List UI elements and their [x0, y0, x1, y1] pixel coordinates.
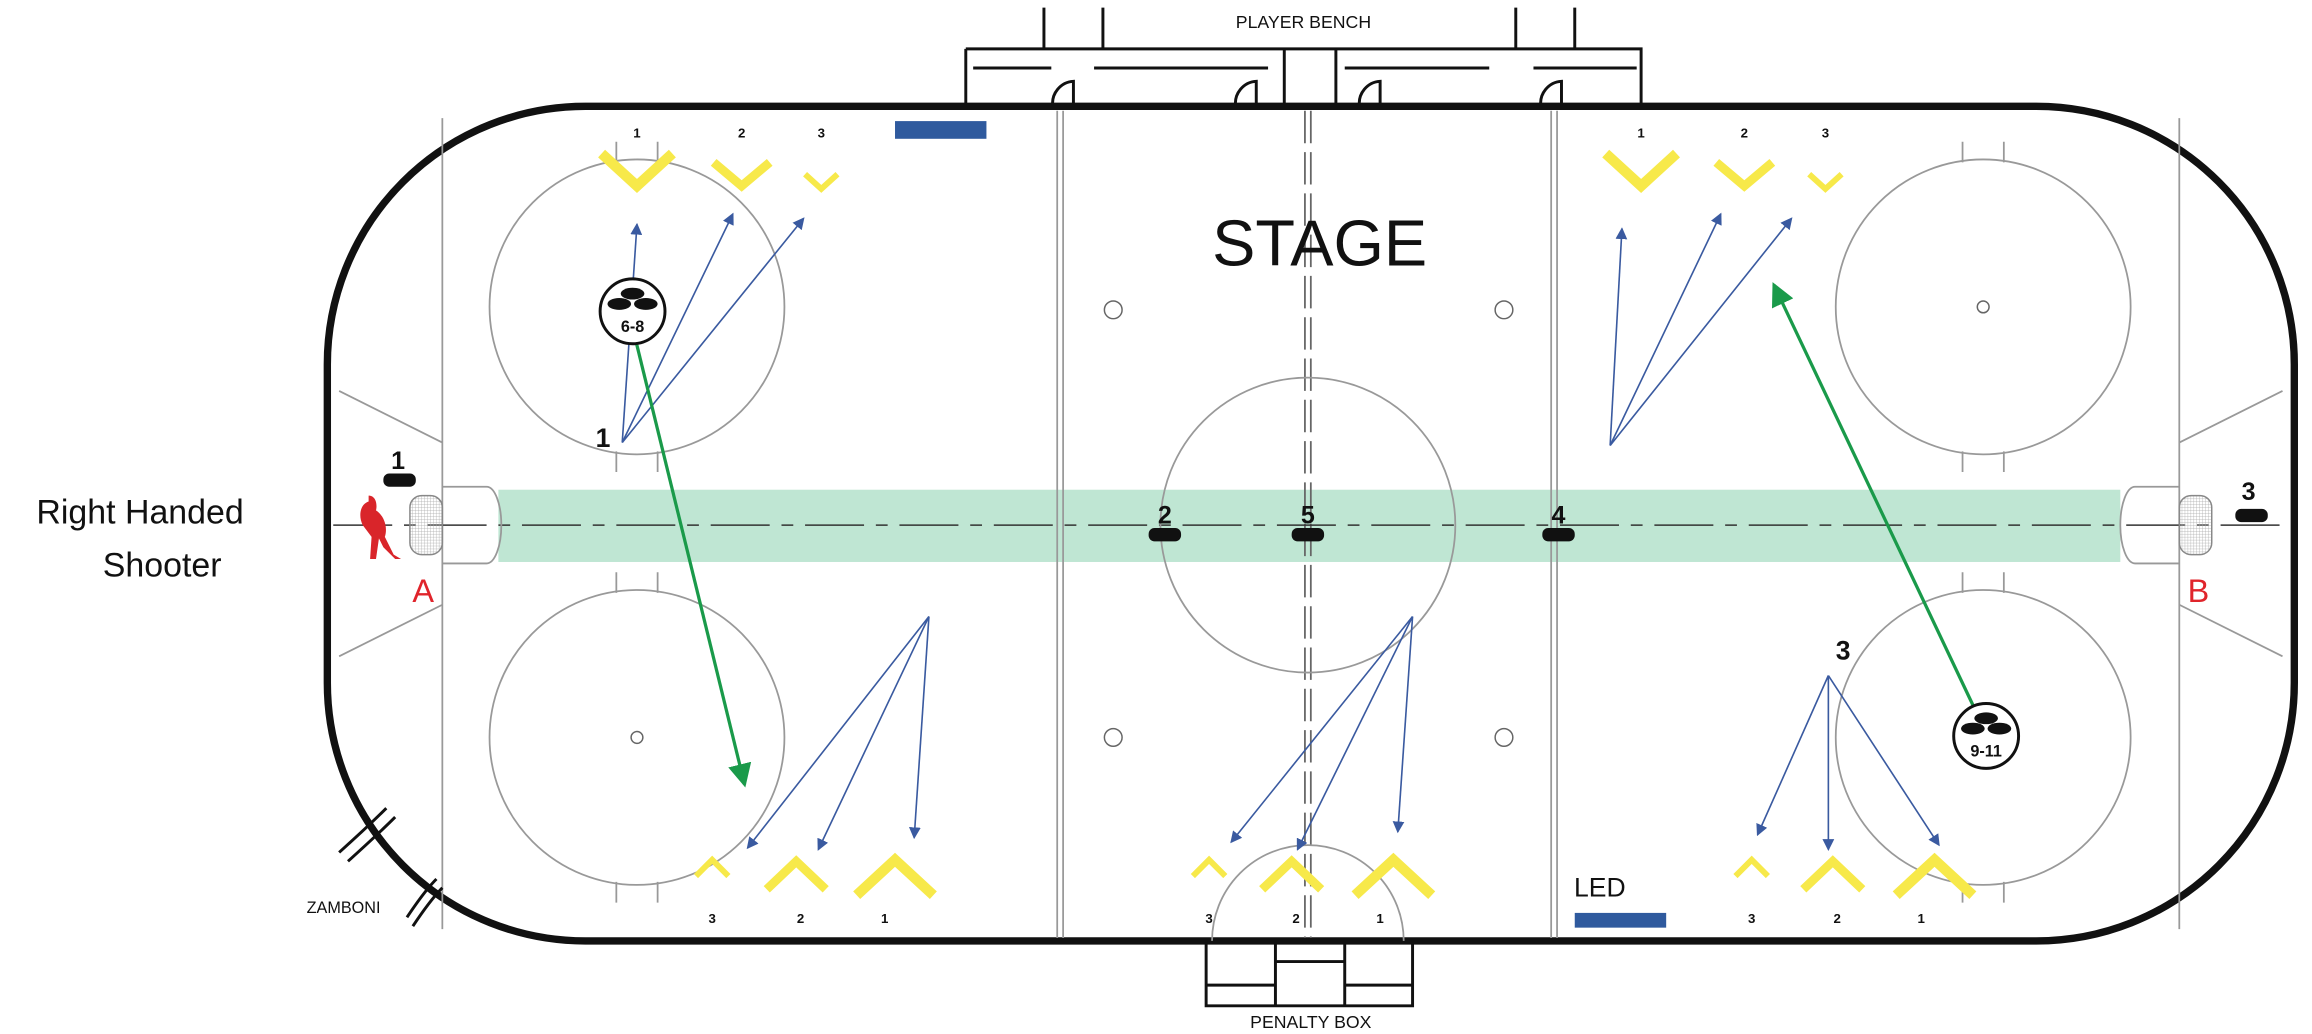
target-number: 2 — [1834, 911, 1841, 926]
target-chevrons — [598, 149, 1977, 899]
goal-label-a: A — [412, 573, 434, 609]
zamboni-label: ZAMBONI — [307, 899, 381, 917]
stage-label: STAGE — [1212, 207, 1427, 280]
target-number: 3 — [818, 125, 825, 140]
led-label: LED — [1574, 873, 1626, 903]
puck — [383, 473, 416, 487]
goal-net-b — [2178, 494, 2213, 556]
puck-stack-label: 6-8 — [621, 318, 644, 336]
shooter-player-icon — [360, 495, 402, 560]
target-number: 2 — [1741, 125, 1748, 140]
pass-arrows — [621, 212, 1940, 851]
penalty-box-label: PENALTY BOX — [1250, 1012, 1371, 1032]
goal-net-a — [409, 494, 444, 556]
penalty-box: PENALTY BOX — [1204, 940, 1415, 1032]
player-bench: PLAYER BENCH — [964, 7, 1643, 107]
target-number: 1 — [1637, 125, 1645, 140]
target-number: 1 — [633, 125, 641, 140]
target-number: 3 — [1748, 911, 1755, 926]
puck-stack-left: 6-8 — [598, 277, 667, 346]
led-board-bottom — [1574, 912, 1667, 928]
puck-stack-right: 9-11 — [1952, 702, 2021, 770]
shooter-label-line2: Shooter — [103, 547, 222, 585]
target-number: 1 — [881, 911, 889, 926]
target-number: 3 — [1205, 911, 1212, 926]
puck-label: 1 — [391, 447, 405, 475]
puck-label: 5 — [1301, 502, 1315, 530]
goal-label-b: B — [2188, 573, 2210, 609]
target-number: 2 — [797, 911, 804, 926]
long-pass-arrows — [632, 282, 1975, 788]
target-number: 3 — [1822, 125, 1829, 140]
puck-label: 3 — [2242, 478, 2256, 506]
target-number: 2 — [738, 125, 745, 140]
shot-origin-label: 1 — [596, 423, 611, 453]
puck — [1291, 528, 1325, 542]
puck-label: 4 — [1552, 502, 1566, 530]
target-number: 3 — [708, 911, 715, 926]
target-number: 2 — [1292, 911, 1299, 926]
puck — [1542, 528, 1575, 542]
shot-origin-label: 3 — [1836, 635, 1851, 665]
puck-stack-label: 9-11 — [1970, 743, 2002, 761]
shooter-label-line1: Right Handed — [36, 494, 243, 532]
led-board-top — [895, 121, 987, 139]
target-number: 1 — [1376, 911, 1384, 926]
puck-label: 2 — [1158, 502, 1172, 530]
puck — [2235, 508, 2268, 523]
target-number: 1 — [1918, 911, 1926, 926]
puck — [1148, 528, 1182, 542]
player-bench-label: PLAYER BENCH — [1236, 12, 1371, 32]
zamboni-door — [338, 807, 444, 927]
